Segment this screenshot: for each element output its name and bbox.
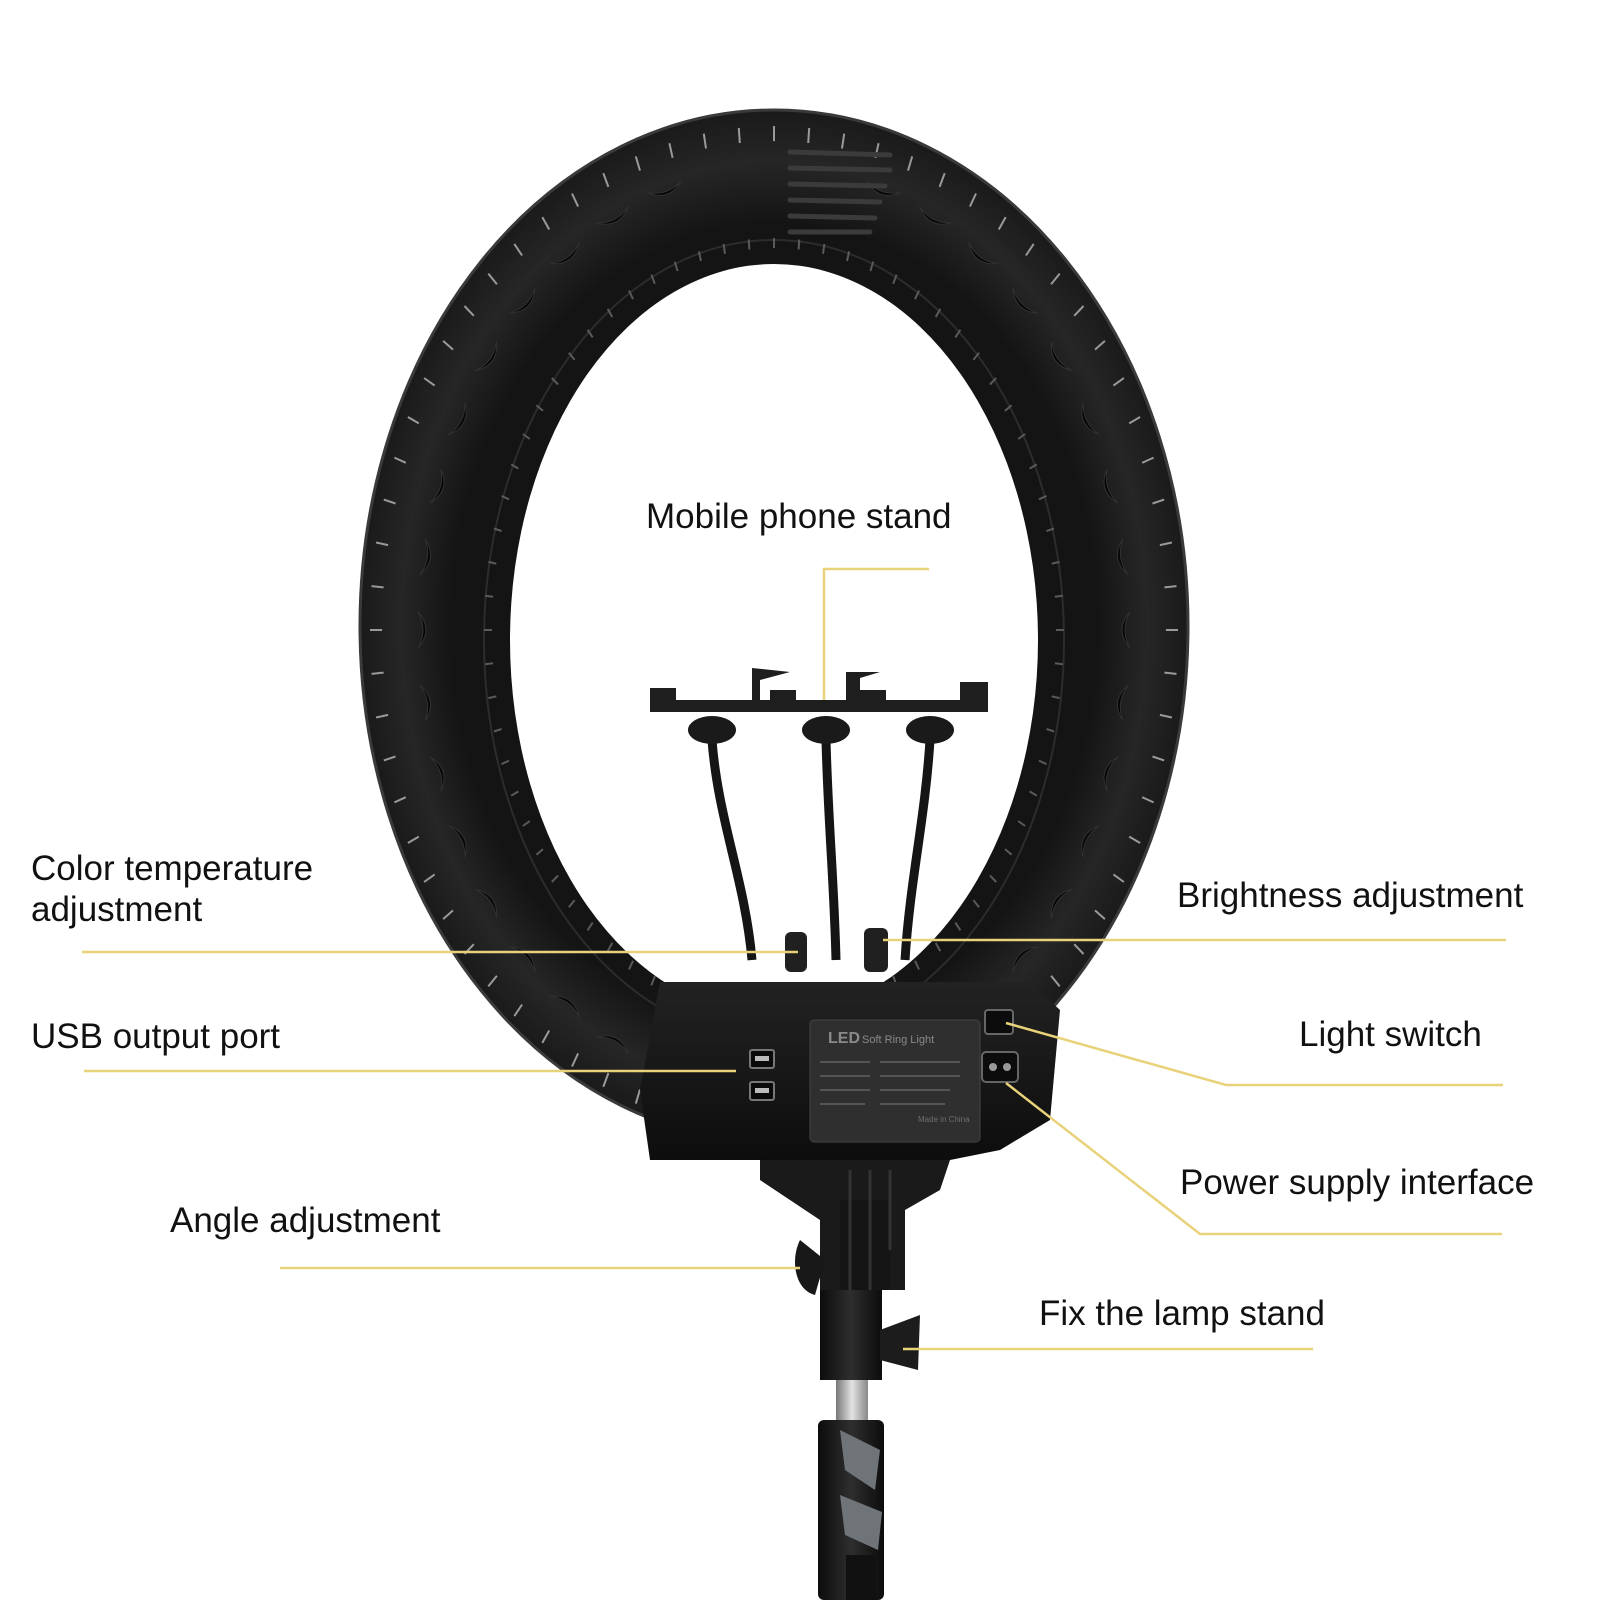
label-color-temperature: Color temperature adjustment xyxy=(31,849,314,930)
leader-mobile-phone-stand xyxy=(822,567,929,700)
angle-adjustment-knob[interactable] xyxy=(795,1240,825,1295)
usb-ports[interactable] xyxy=(749,1049,775,1101)
panel-footer: Made in China xyxy=(918,1115,970,1124)
control-box: LED Soft Ring Light Made in China xyxy=(640,928,1060,1160)
label-light-switch: Light switch xyxy=(1299,1015,1482,1054)
label-angle: Angle adjustment xyxy=(170,1201,441,1240)
stand-lock-knob[interactable] xyxy=(880,1315,920,1370)
label-mobile-phone-stand: Mobile phone stand xyxy=(646,497,952,536)
phone-holders xyxy=(650,668,988,961)
panel-title: Soft Ring Light xyxy=(862,1034,934,1046)
power-supply-socket[interactable] xyxy=(981,1051,1019,1083)
leader-light-switch xyxy=(1005,1021,1503,1087)
angle-bracket xyxy=(760,1160,950,1295)
light-switch[interactable] xyxy=(984,1009,1014,1035)
label-brightness: Brightness adjustment xyxy=(1177,876,1524,915)
panel-brand: LED xyxy=(828,1030,860,1047)
leader-power-supply xyxy=(1005,1082,1502,1236)
label-usb-port: USB output port xyxy=(31,1017,281,1056)
brightness-knob[interactable] xyxy=(864,928,888,972)
label-fix-stand: Fix the lamp stand xyxy=(1039,1294,1325,1333)
callout-leader-lines xyxy=(82,567,1506,1351)
lamp-stand xyxy=(818,1290,920,1600)
ring-vent-grill xyxy=(787,149,893,235)
label-power-supply: Power supply interface xyxy=(1180,1163,1535,1202)
